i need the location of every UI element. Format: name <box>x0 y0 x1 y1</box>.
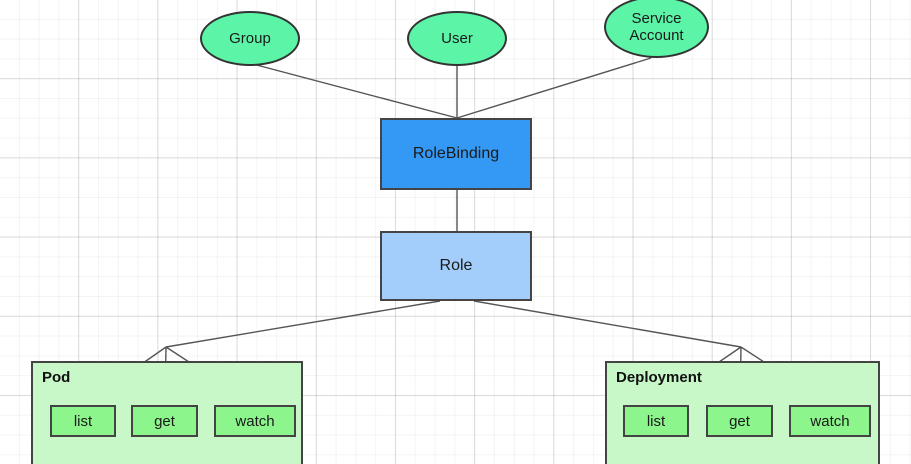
verb-deployment-list-label: list <box>646 412 666 430</box>
verb-deployment-get[interactable]: get <box>706 405 773 437</box>
edge-group-to-rolebinding <box>248 62 458 119</box>
edge-role-to-deployment-junction <box>473 300 742 348</box>
edge-serviceaccount-to-rolebinding <box>456 57 652 119</box>
node-service-account[interactable]: Service Account <box>604 0 709 58</box>
node-rolebinding[interactable]: RoleBinding <box>380 118 532 190</box>
verb-deployment-get-label: get <box>729 412 750 430</box>
verb-pod-get-label: get <box>154 412 175 430</box>
verb-pod-get[interactable]: get <box>131 405 198 437</box>
node-role[interactable]: Role <box>380 231 532 301</box>
verb-deployment-list[interactable]: list <box>623 405 689 437</box>
node-group-label: Group <box>229 30 271 47</box>
verb-pod-watch[interactable]: watch <box>214 405 296 437</box>
node-service-account-label-line1: Service <box>631 10 682 27</box>
group-deployment-label: Deployment <box>616 369 702 386</box>
node-group[interactable]: Group <box>200 11 300 66</box>
group-pod-label: Pod <box>42 369 71 386</box>
node-role-label: Role <box>439 257 473 274</box>
node-user-label: User <box>441 30 473 47</box>
verb-pod-list[interactable]: list <box>50 405 116 437</box>
verb-pod-list-label: list <box>73 412 93 430</box>
verb-deployment-watch-label: watch <box>810 412 850 430</box>
node-user[interactable]: User <box>407 11 507 66</box>
verb-pod-watch-label: watch <box>235 412 275 430</box>
edge-role-to-pod-junction <box>165 300 441 348</box>
verb-deployment-watch[interactable]: watch <box>789 405 871 437</box>
node-rolebinding-label: RoleBinding <box>412 145 500 162</box>
node-service-account-label-line2: Account <box>629 27 684 44</box>
